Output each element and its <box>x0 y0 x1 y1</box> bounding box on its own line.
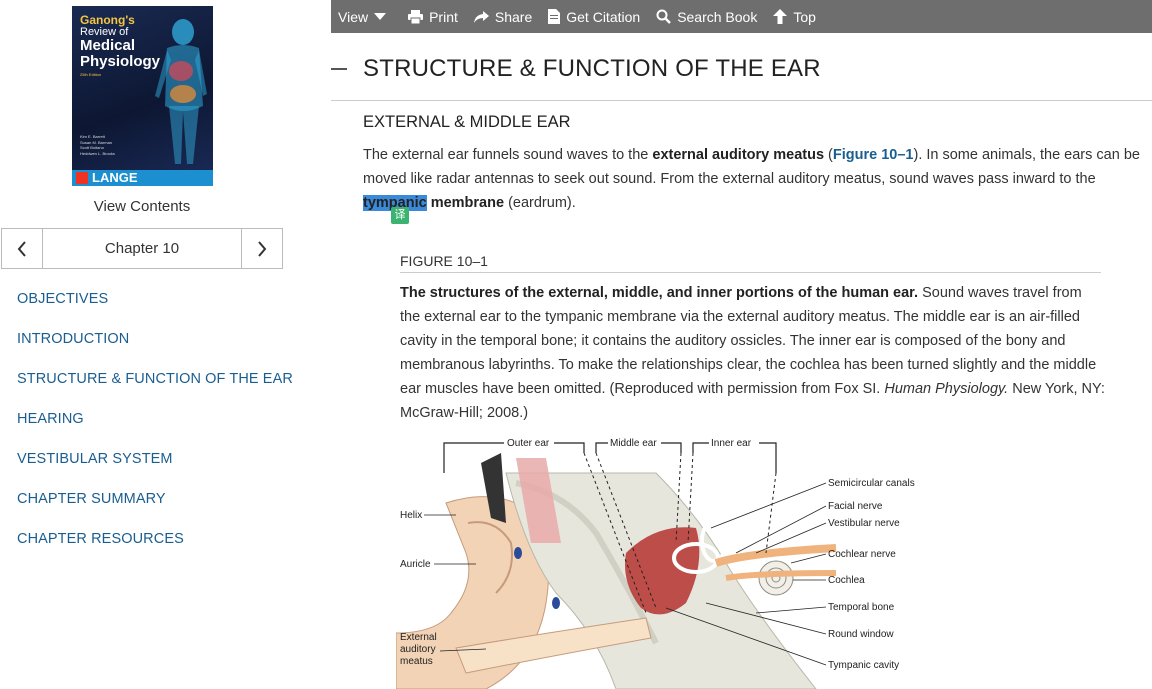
ear-anatomy-figure[interactable]: Outer ear Middle ear Inner ear Helix Aur… <box>396 433 956 689</box>
next-chapter-button[interactable] <box>241 229 282 268</box>
book-cover-authors: Kim E. Barrett Susan M. Barman Scott Boi… <box>80 134 115 156</box>
collapse-minus-icon[interactable] <box>331 68 347 70</box>
share-label: Share <box>494 8 533 25</box>
view-label: View <box>338 8 369 25</box>
region-label-middle-ear: Middle ear <box>610 438 657 449</box>
term-external-auditory-meatus: external auditory meatus <box>652 147 825 163</box>
back-to-top-button[interactable]: Top <box>773 9 816 25</box>
label-helix: Helix <box>400 510 422 521</box>
translate-badge-icon[interactable]: 译 <box>391 207 409 224</box>
region-label-inner-ear: Inner ear <box>711 438 752 449</box>
chevron-right-icon <box>258 241 267 257</box>
figure-link[interactable]: Figure 10–1 <box>832 147 914 163</box>
view-menu-button[interactable]: View <box>338 9 392 25</box>
label-auricle: Auricle <box>400 559 431 570</box>
section-title: STRUCTURE & FUNCTION OF THE EAR <box>363 55 821 82</box>
share-arrow-icon <box>473 10 489 23</box>
view-contents-link[interactable]: View Contents <box>93 198 191 215</box>
selected-text-tympanic[interactable]: tympanic <box>363 195 427 211</box>
chevron-left-icon <box>17 241 26 257</box>
anatomy-figure-illustration <box>155 19 207 164</box>
reader-toolbar: View Print Share Get Citation Search Boo… <box>331 0 1152 33</box>
label-facial-nerve: Facial nerve <box>828 501 883 512</box>
label-round-window: Round window <box>828 629 894 640</box>
toc-item-structure-function[interactable]: STRUCTURE & FUNCTION OF THE EAR <box>17 371 293 387</box>
sidebar: Ganong's Review of Medical Physiology 25… <box>0 0 300 689</box>
figure-label: FIGURE 10–1 <box>400 253 1101 273</box>
search-label: Search Book <box>677 8 758 25</box>
get-citation-button[interactable]: Get Citation <box>548 9 640 25</box>
region-label-outer-ear: Outer ear <box>507 438 550 449</box>
toc-item-hearing[interactable]: HEARING <box>17 411 84 427</box>
label-tympanic-cavity: Tympanic cavity <box>828 660 899 671</box>
figure-caption: The structures of the external, middle, … <box>400 285 1105 421</box>
toc-item-chapter-summary[interactable]: CHAPTER SUMMARY <box>17 491 166 507</box>
toc-item-introduction[interactable]: INTRODUCTION <box>17 331 130 347</box>
table-of-contents: OBJECTIVES INTRODUCTION STRUCTURE & FUNC… <box>17 288 293 568</box>
chapter-navigator: Chapter 10 <box>1 228 283 269</box>
book-cover-title: Ganong's Review of Medical Physiology 25… <box>80 13 161 77</box>
label-temporal-bone: Temporal bone <box>828 602 895 613</box>
section-header: STRUCTURE & FUNCTION OF THE EAR <box>331 50 1152 101</box>
top-label: Top <box>793 8 816 25</box>
arrow-up-icon <box>773 9 788 24</box>
printer-icon <box>408 9 424 24</box>
term-membrane: membrane <box>426 195 505 211</box>
mcgraw-hill-logo-icon <box>76 172 88 184</box>
document-icon <box>548 9 561 24</box>
label-cochlear-nerve: Cochlear nerve <box>828 549 896 560</box>
label-vestibular-nerve: Vestibular nerve <box>828 518 900 529</box>
lange-series-bar: LANGE <box>72 170 213 186</box>
book-cover-image[interactable]: Ganong's Review of Medical Physiology 25… <box>72 6 213 186</box>
citation-label: Get Citation <box>566 8 641 25</box>
search-book-button[interactable]: Search Book <box>656 9 757 25</box>
label-cochlea: Cochlea <box>828 575 865 586</box>
toc-item-objectives[interactable]: OBJECTIVES <box>17 291 109 307</box>
print-label: Print <box>429 8 458 25</box>
previous-chapter-button[interactable] <box>2 229 43 268</box>
body-paragraph: The external ear funnels sound waves to … <box>363 147 1140 211</box>
caret-down-icon <box>374 12 387 20</box>
search-icon <box>656 9 672 24</box>
subsection-heading: EXTERNAL & MIDDLE EAR <box>363 113 571 131</box>
toc-item-vestibular-system[interactable]: VESTIBULAR SYSTEM <box>17 451 173 467</box>
print-button[interactable]: Print <box>408 9 458 25</box>
label-semicircular-canals: Semicircular canals <box>828 478 915 489</box>
toc-item-chapter-resources[interactable]: CHAPTER RESOURCES <box>17 531 184 547</box>
share-button[interactable]: Share <box>473 8 533 25</box>
label-external-auditory-meatus: External auditory meatus <box>400 632 439 667</box>
chapter-label: Chapter 10 <box>104 240 180 257</box>
main-content: STRUCTURE & FUNCTION OF THE EAR EXTERNAL… <box>331 33 1152 689</box>
